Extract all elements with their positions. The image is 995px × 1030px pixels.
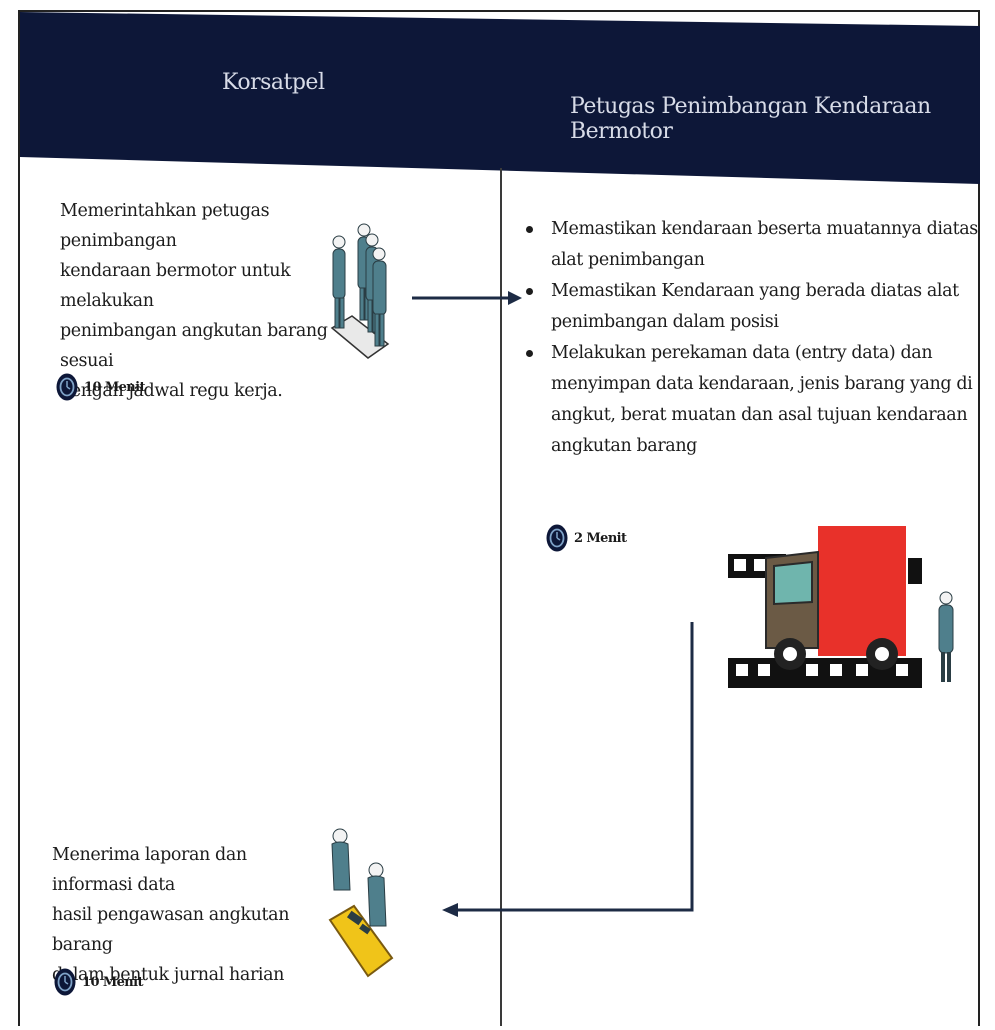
step1-line-4: dengan jadwal regu kerja. bbox=[60, 381, 283, 401]
column-title-korsatpel: Korsatpel bbox=[222, 70, 325, 95]
column-divider bbox=[500, 168, 502, 1026]
group-of-people-icon bbox=[330, 223, 390, 359]
step1-line-3: penimbangan angkutan barang sesuai bbox=[60, 321, 328, 371]
column-title-petugas: Petugas Penimbangan Kendaraan Bermotor bbox=[570, 94, 931, 144]
step1-duration-label: 10 Menit bbox=[84, 379, 145, 395]
arrow-to-step3 bbox=[442, 622, 694, 917]
step3-text: Menerima laporan dan informasi data hasi… bbox=[52, 840, 322, 990]
step1-line-2: kendaraan bermotor untuk melakukan bbox=[60, 261, 291, 311]
truck-on-scale-icon bbox=[728, 526, 922, 688]
arrow-to-step2 bbox=[412, 291, 522, 305]
step1-line-1: Memerintahkan petugas penimbangan bbox=[60, 201, 270, 251]
step3-duration-label: 10 Menit bbox=[82, 974, 143, 990]
clock-icon bbox=[56, 373, 78, 401]
step3-line-2: hasil pengawasan angkutan barang bbox=[52, 905, 290, 955]
clock-icon bbox=[546, 524, 568, 552]
step2-bullet-list: Memastikan kendaraan beserta muatannya d… bbox=[524, 214, 979, 462]
step2-bullet-3: Melakukan perekaman data (entry data) da… bbox=[524, 338, 979, 462]
diagram-frame bbox=[18, 10, 980, 1026]
step2-duration: 2 Menit bbox=[546, 524, 627, 552]
step2-bullet-2: Memastikan Kendaraan yang berada diatas … bbox=[524, 276, 979, 338]
step3-duration: 10 Menit bbox=[54, 968, 143, 996]
step3-line-1: Menerima laporan dan informasi data bbox=[52, 845, 247, 895]
step2-duration-label: 2 Menit bbox=[574, 530, 627, 546]
standing-person-icon bbox=[938, 591, 954, 682]
header-band: Korsatpel Petugas Penimbangan Kendaraan … bbox=[20, 12, 980, 184]
clock-icon bbox=[54, 968, 76, 996]
people-at-desk-icon bbox=[328, 828, 394, 978]
step1-text: Memerintahkan petugas penimbangan kendar… bbox=[60, 196, 330, 406]
step2-bullet-1: Memastikan kendaraan beserta muatannya d… bbox=[524, 214, 979, 276]
step3-line-3: dalam bentuk jurnal harian bbox=[52, 965, 285, 985]
step1-duration: 10 Menit bbox=[56, 373, 145, 401]
